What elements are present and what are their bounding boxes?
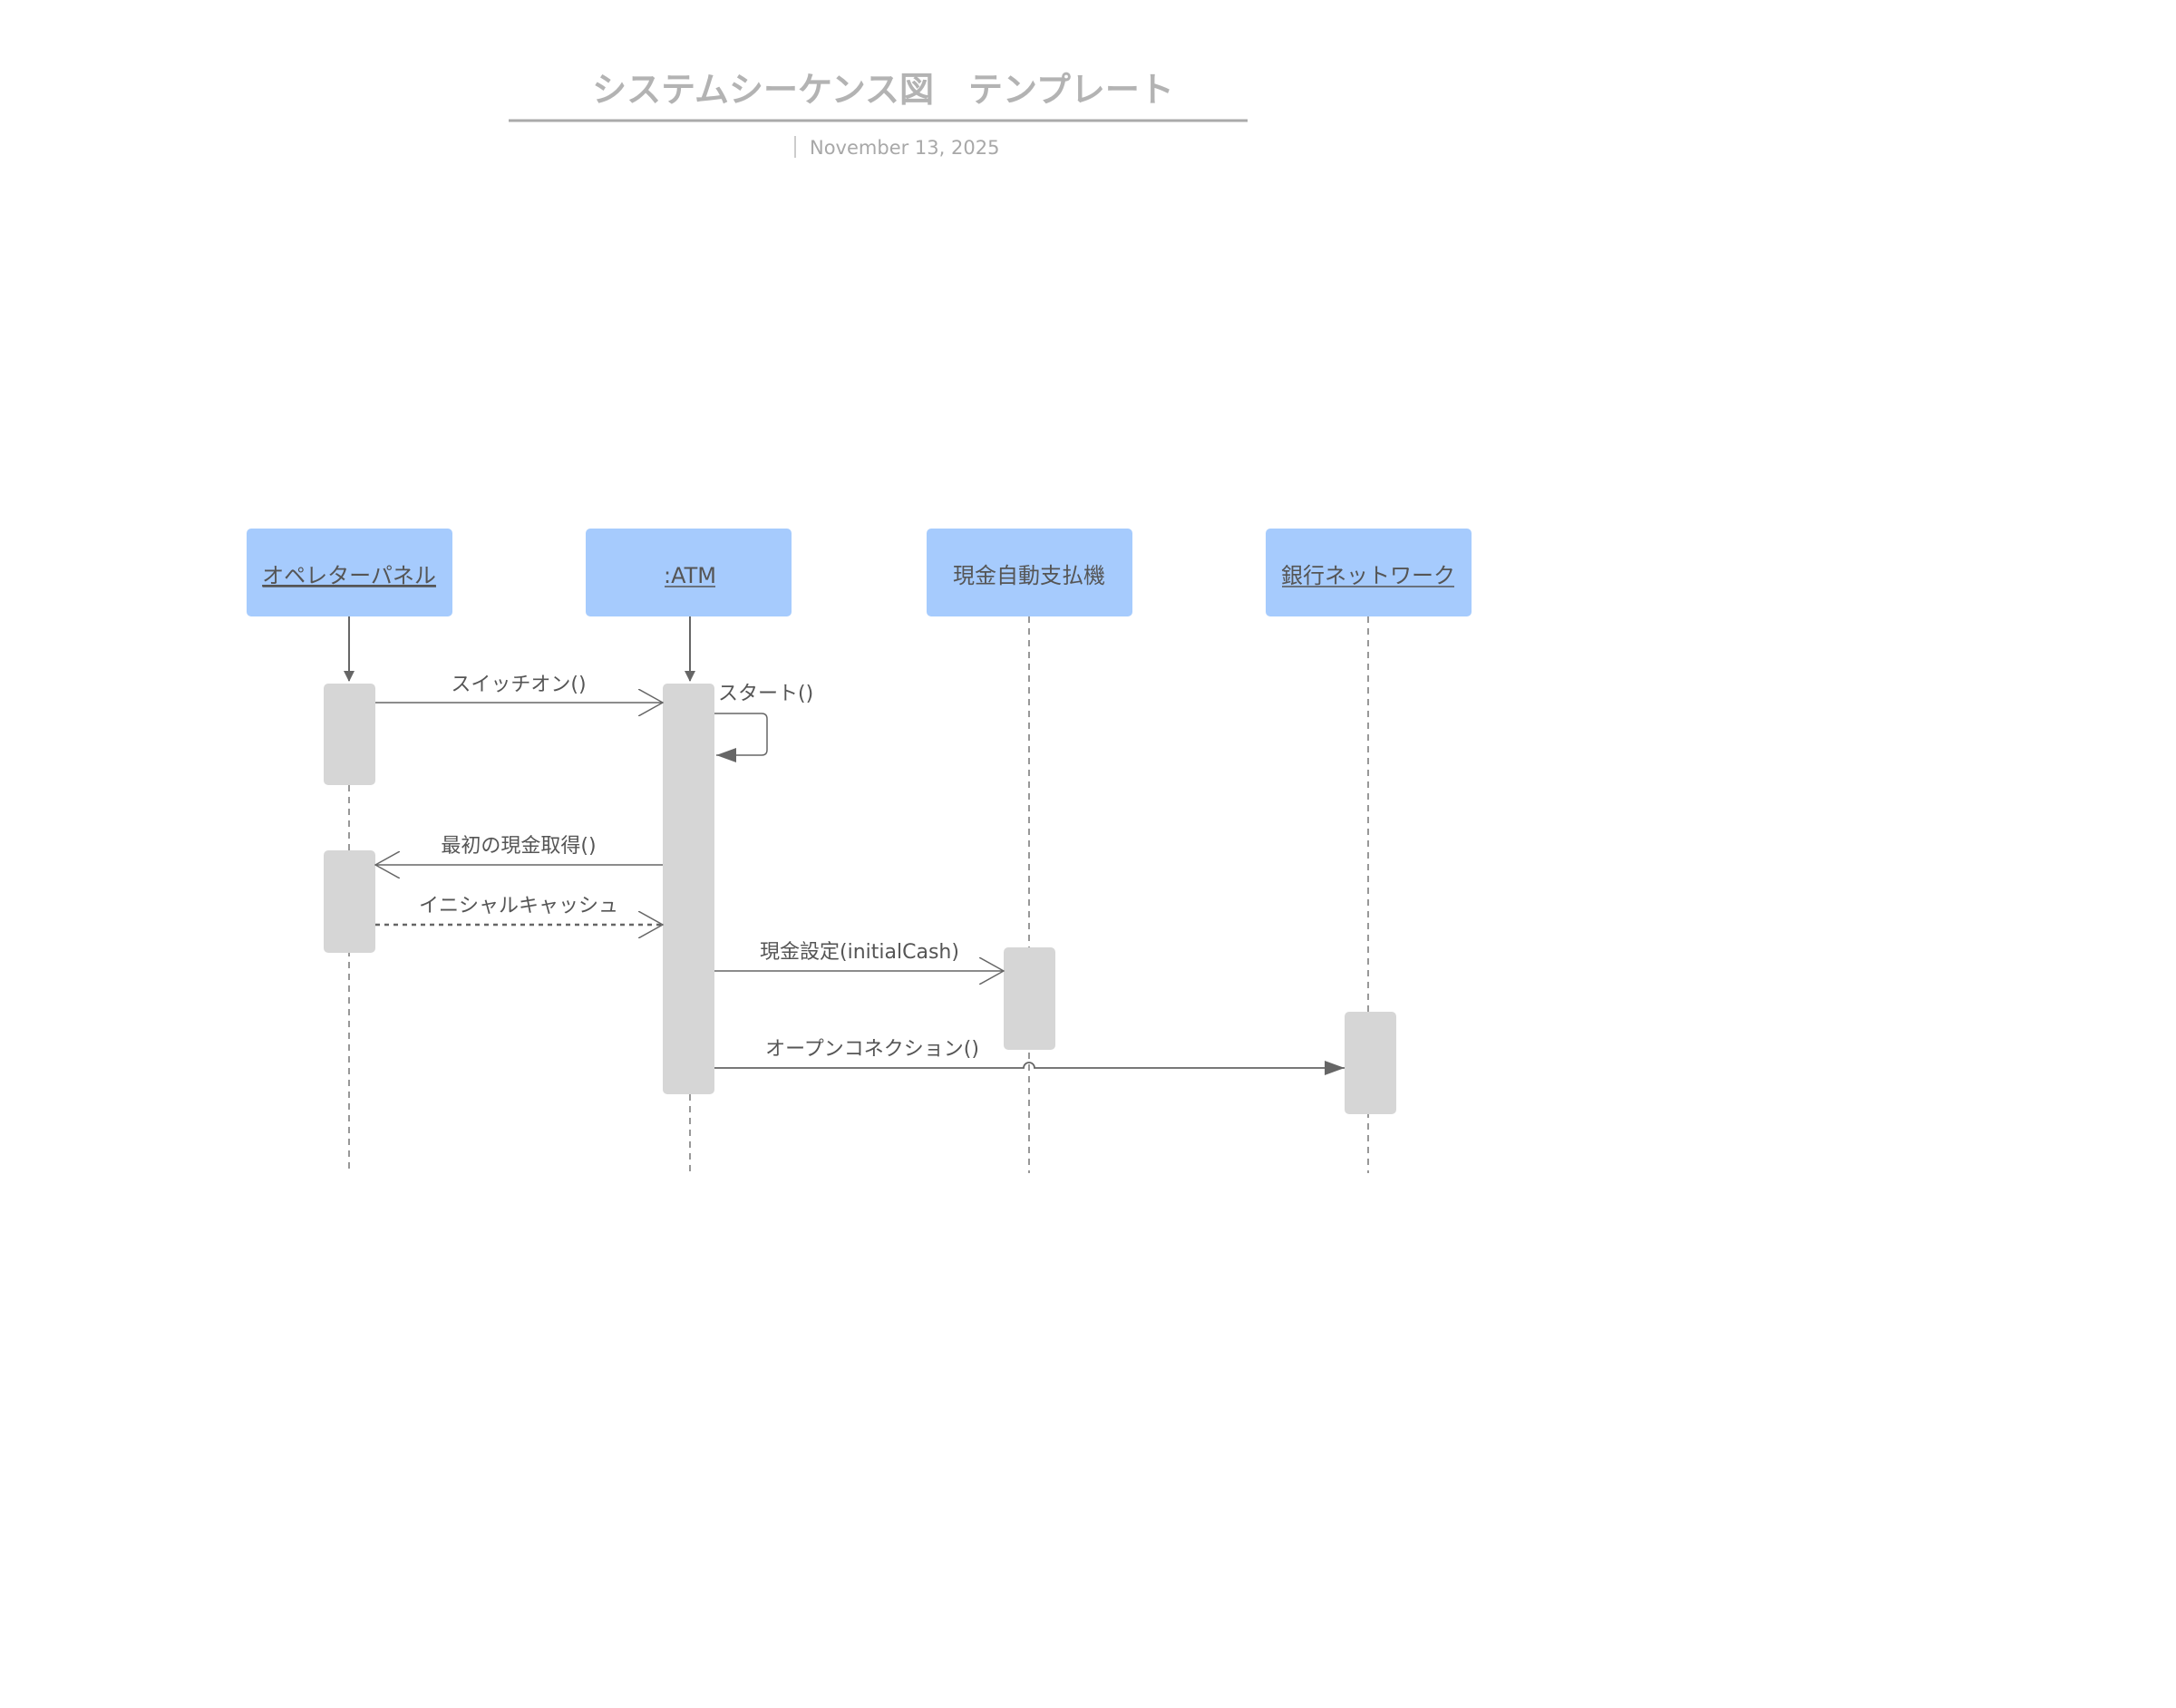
participant-label: :ATM: [664, 563, 716, 588]
message-initial-cash-return[interactable]: イニシャルキャッシュ: [375, 895, 663, 925]
message-get-initial-cash[interactable]: 最初の現金取得(): [375, 835, 663, 865]
message-switch-on[interactable]: スイッチオン(): [375, 674, 663, 703]
participant-cash-dispenser[interactable]: 現金自動支払機: [927, 529, 1132, 616]
date-label: November 13, 2025: [810, 137, 999, 159]
message-label: オープンコネクション(): [765, 1038, 979, 1061]
participant-label: オペレターパネル: [262, 563, 436, 588]
participant-label: 銀行ネットワーク: [1281, 563, 1455, 588]
message-open-connection[interactable]: オープンコネクション(): [714, 1038, 1345, 1075]
message-label: 最初の現金取得(): [441, 835, 596, 858]
participant-atm[interactable]: :ATM: [586, 529, 792, 616]
message-label: スタート(): [718, 683, 813, 705]
activation-cash-dispenser[interactable]: [1004, 947, 1055, 1050]
message-label: イニシャルキャッシュ: [419, 895, 618, 917]
participant-bank-network[interactable]: 銀行ネットワーク: [1266, 529, 1472, 616]
page-title: システムシーケンス図 テンプレート: [592, 70, 1174, 110]
message-set-cash[interactable]: 現金設定(initialCash): [714, 941, 1004, 971]
participant-label: 現金自動支払機: [953, 563, 1105, 588]
message-label: スイッチオン(): [451, 674, 586, 696]
activation-operator-panel-2[interactable]: [324, 850, 375, 953]
message-start-self[interactable]: スタート(): [714, 683, 813, 762]
activation-operator-panel-1[interactable]: [324, 684, 375, 785]
participant-operator-panel[interactable]: オペレターパネル: [247, 529, 452, 616]
activation-atm[interactable]: [663, 684, 714, 1094]
message-label: 現金設定(initialCash): [760, 941, 959, 964]
activation-bank-network[interactable]: [1345, 1012, 1396, 1114]
